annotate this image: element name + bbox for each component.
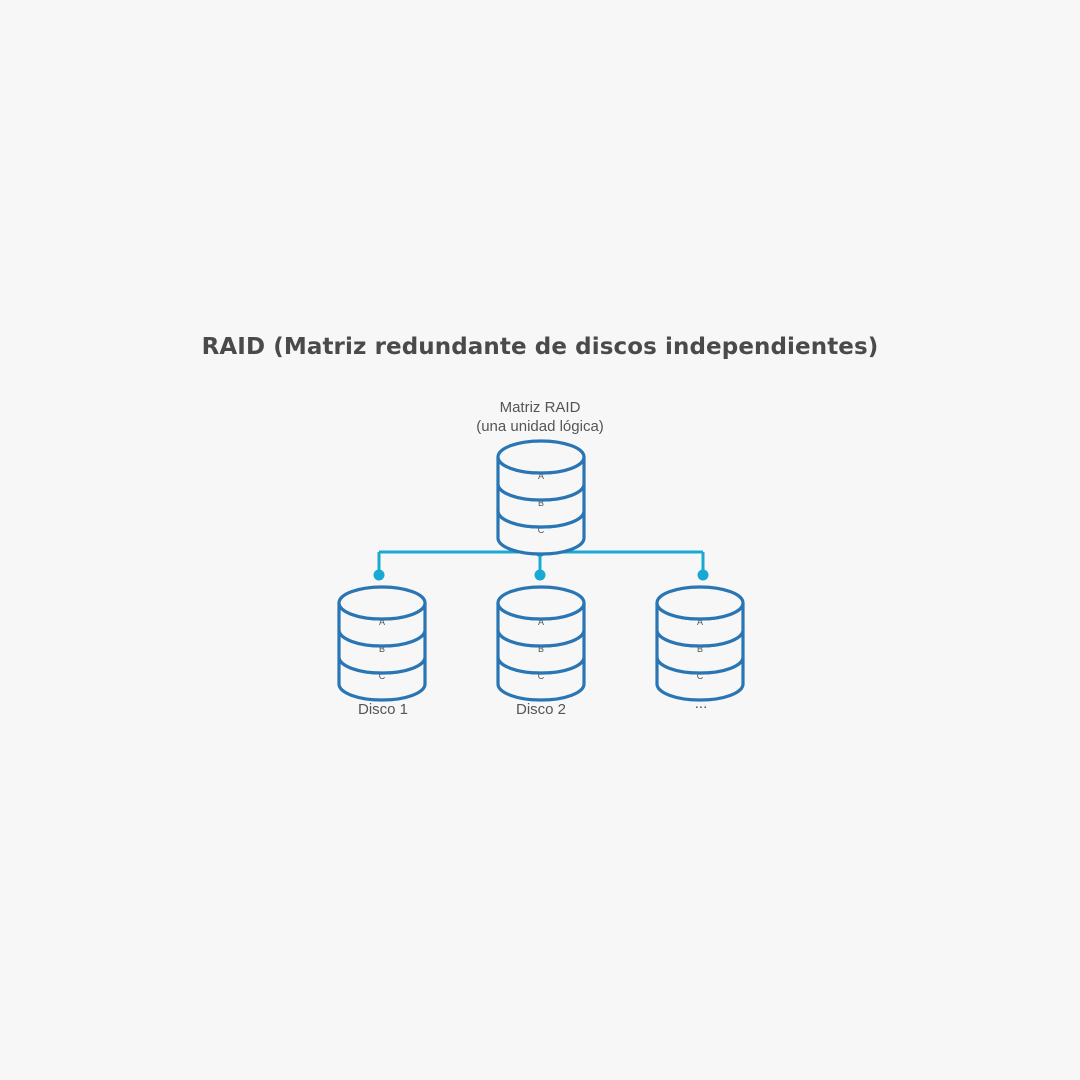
connector-node-3 (697, 569, 709, 581)
page-title: RAID (Matriz redundante de discos indepe… (201, 334, 879, 360)
disk-stack-2-slot-label: C (538, 671, 545, 681)
disk-stack-3: C B A (655, 585, 745, 702)
array-label-line2: (una unidad lógica) (476, 418, 604, 435)
connector-node-1 (373, 569, 385, 581)
disk-stack-2-slot-label: B (538, 644, 544, 654)
disk-stack-3-slot-label: B (697, 644, 703, 654)
array-disk-stack-slot-label: C (538, 525, 545, 535)
disk-stack-3-slot-label: A (697, 617, 703, 627)
disk-stack-1-slot-label: B (379, 644, 385, 654)
disk-stack-1: C B A (337, 585, 427, 702)
disk-label-more: ... (695, 695, 708, 712)
array-disk-stack-slot-label: A (538, 471, 544, 481)
array-disk-stack-top (496, 439, 586, 475)
disk-stack-1-slot-label: A (379, 617, 385, 627)
array-label-line1: Matriz RAID (500, 399, 581, 416)
disk-stack-3-top (655, 585, 745, 621)
disk-stack-3-slot-label: C (697, 671, 704, 681)
disk-label-2: Disco 2 (516, 701, 566, 718)
disk-stack-1-top (337, 585, 427, 621)
disk-stacks: C B A C B A C B A C B A (337, 439, 745, 702)
disk-stack-1-slot-label: C (379, 671, 386, 681)
array-disk-stack: C B A (496, 439, 586, 556)
disk-stack-2-top (496, 585, 586, 621)
connector-node-2 (534, 569, 546, 581)
array-disk-stack-slot-label: B (538, 498, 544, 508)
disk-stack-2: C B A (496, 585, 586, 702)
disk-label-1: Disco 1 (358, 701, 408, 718)
disk-stack-2-slot-label: A (538, 617, 544, 627)
